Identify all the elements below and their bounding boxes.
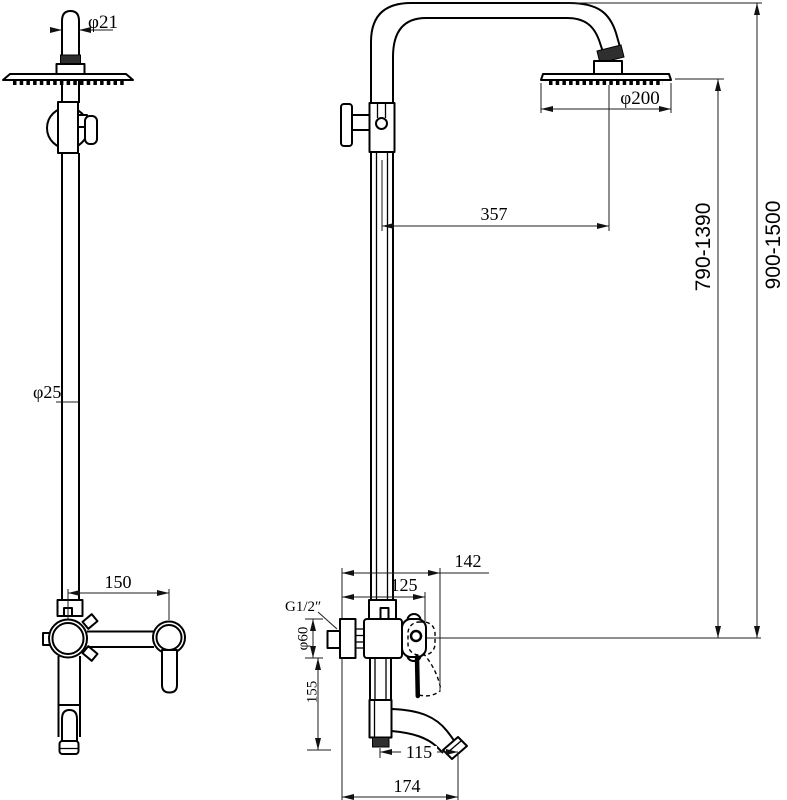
head-connector-front (593, 60, 623, 75)
dim-115-label: 115 (406, 742, 432, 762)
handle-lever-rotated (422, 652, 442, 691)
gooseneck-arm-outer (370, 2, 621, 104)
slider-screw (375, 117, 388, 130)
handle-sweep-arc (418, 690, 441, 697)
rain-head-front (540, 73, 672, 81)
valve-lug-top (81, 613, 99, 630)
dim-phi21-label: φ21 (88, 12, 118, 33)
dim-phi25-label: φ25 (33, 382, 61, 402)
handle-lever-front (414, 654, 421, 699)
eccentric-connector (326, 630, 341, 649)
valve-body-inner (51, 622, 85, 655)
head-nut-front (596, 44, 625, 64)
slide-knob-stem (351, 114, 371, 131)
handle-screw (409, 629, 423, 643)
dim-phi200-label: φ200 (620, 88, 659, 109)
bracket-handle-grip (84, 115, 98, 145)
handle-rotated-outline (407, 621, 436, 656)
valve-body-circle (48, 618, 88, 659)
head-nut-side (60, 54, 81, 65)
spout-base (368, 699, 393, 739)
dim-900-1500-label: 900-1500 (762, 201, 785, 290)
dim-g12-thread-label: G1/2″ (285, 599, 321, 615)
dim-g12-leader (317, 611, 338, 630)
slide-knob (340, 103, 353, 147)
escutcheon (339, 618, 357, 659)
rain-head-side (2, 73, 134, 81)
dim-357-label: 357 (481, 204, 508, 224)
dim-phi60-label: φ60 (296, 627, 312, 651)
side-view (2, 10, 186, 755)
tub-spout-top (391, 708, 456, 743)
dim-150-label: 150 (105, 572, 132, 592)
wall-bracket-body (57, 101, 79, 154)
handle-hub-circle (152, 620, 186, 655)
mixer-body-front (363, 618, 403, 659)
mixer-connector-front (368, 599, 397, 620)
gooseneck-arm-inner (392, 17, 604, 104)
tub-spout-tip (442, 736, 468, 760)
front-view (326, 2, 672, 760)
head-pipe-side (61, 10, 80, 55)
spout-tip-side (58, 740, 80, 755)
slider-body (368, 102, 396, 153)
dimension-layer (50, 2, 762, 800)
dim-174-label: 174 (394, 776, 421, 796)
dim-125-label: 125 (391, 575, 418, 595)
dim-142-label: 142 (455, 551, 482, 571)
aerator (372, 737, 390, 748)
handle-lever-side (161, 649, 178, 694)
spout-end-on (61, 709, 78, 741)
dim-155-label: 155 (305, 681, 321, 704)
head-fitting-side (55, 63, 86, 75)
dim-115-text-bg (401, 746, 437, 759)
dimension-labels: φ21 φ25 150 φ200 357 790-1390 900-1500 1… (33, 12, 785, 796)
dim-790-1390-label: 790-1390 (692, 203, 715, 292)
valve-lug-bottom (81, 645, 99, 662)
